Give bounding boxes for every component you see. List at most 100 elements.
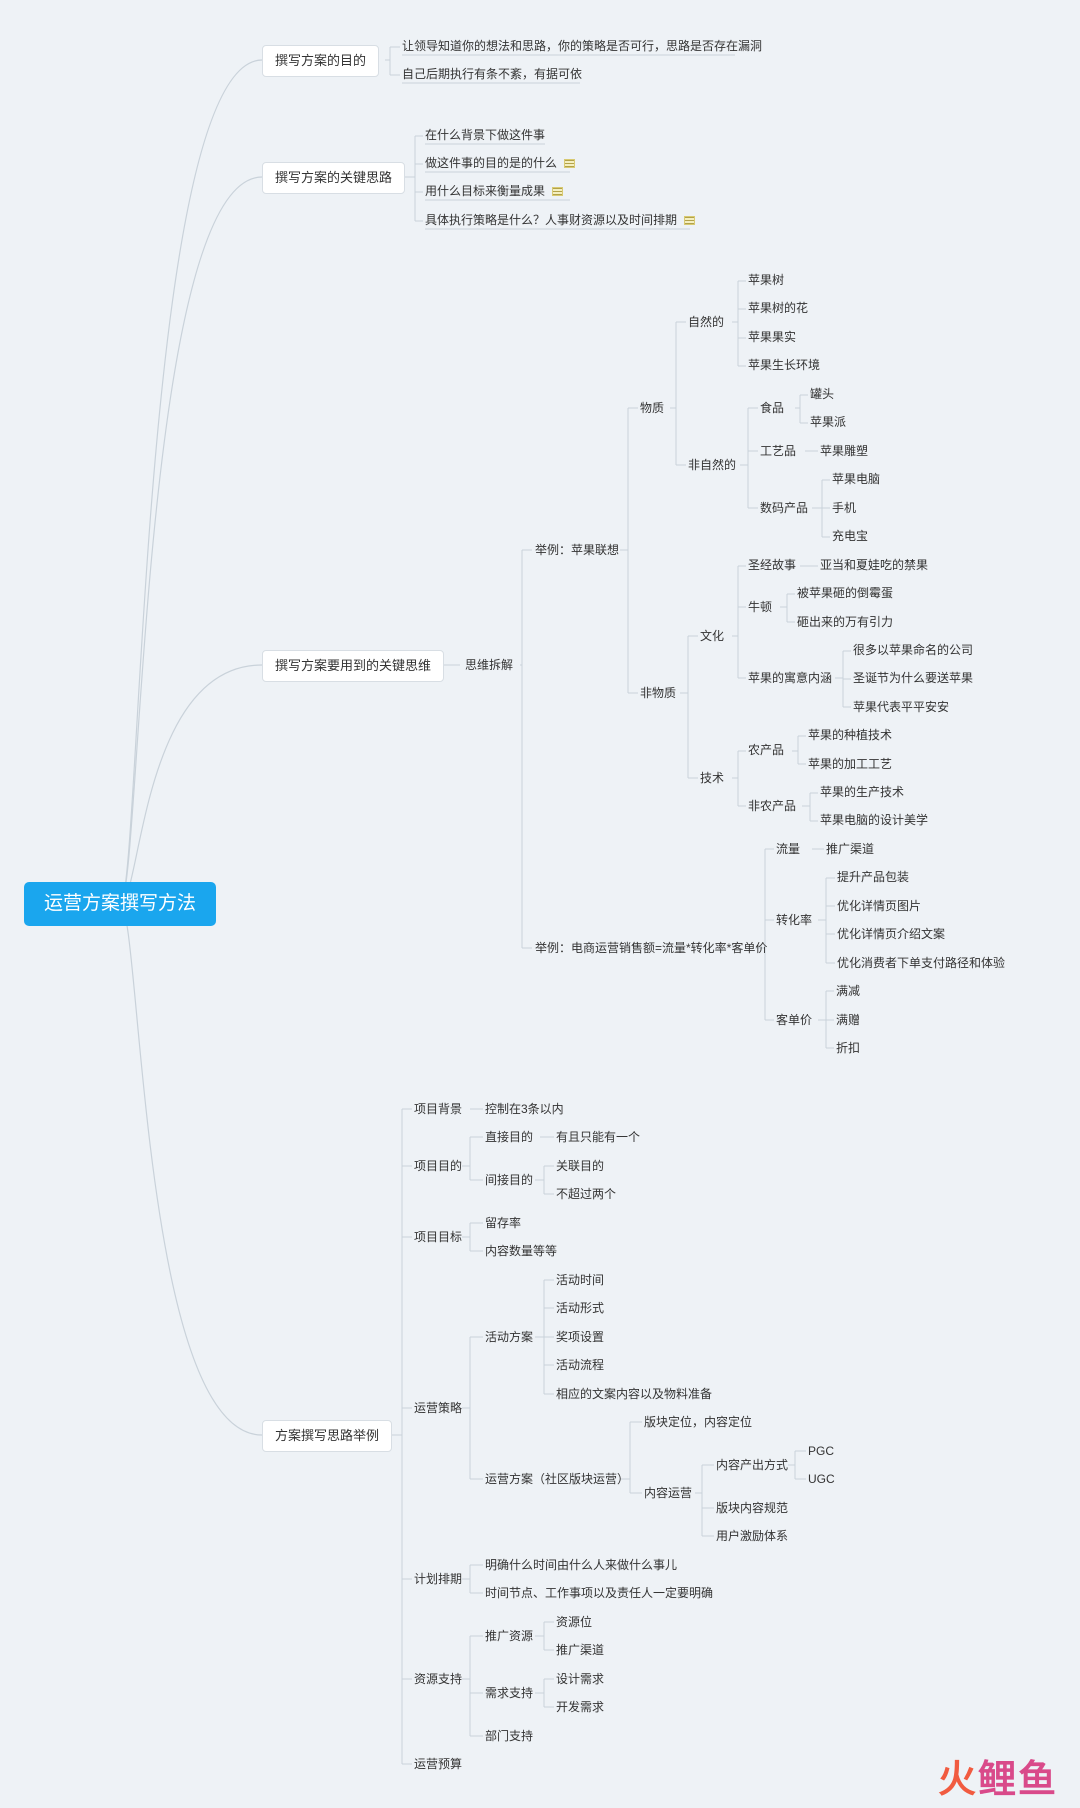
meaning-item[interactable]: 苹果代表平平安安: [853, 700, 950, 714]
activity-item[interactable]: 奖项设置: [556, 1330, 605, 1344]
promo-item[interactable]: 资源位: [556, 1615, 593, 1629]
key-idea-item[interactable]: 具体执行策略是什么？人事财资源以及时间排期: [425, 212, 696, 228]
target-item[interactable]: 留存率: [485, 1216, 522, 1230]
activity-item[interactable]: 相应的文案内容以及物料准备: [556, 1387, 713, 1401]
digital-item[interactable]: 手机: [832, 501, 857, 515]
aov[interactable]: 客单价: [776, 1013, 813, 1027]
conversion-item[interactable]: 优化消费者下单支付路径和体验: [837, 956, 1006, 970]
content-produce[interactable]: 内容产出方式: [716, 1458, 789, 1472]
project-target[interactable]: 项目目标: [414, 1230, 463, 1244]
food-item[interactable]: 苹果派: [810, 415, 847, 429]
nonagri-product[interactable]: 非农产品: [748, 799, 797, 813]
note-icon[interactable]: [552, 187, 564, 197]
natural-item[interactable]: 苹果树: [748, 273, 785, 287]
topic-key-thinking[interactable]: 撰写方案要用到的关键思维: [262, 650, 445, 682]
natural[interactable]: 自然的: [688, 315, 725, 329]
community-plan[interactable]: 运营方案（社区版块运营）: [485, 1472, 630, 1486]
traffic-item[interactable]: 推广渠道: [826, 842, 875, 856]
conversion-item[interactable]: 优化详情页介绍文案: [837, 927, 946, 941]
content-item[interactable]: 版块内容规范: [716, 1501, 789, 1515]
agri-item[interactable]: 苹果的种植技术: [808, 728, 893, 742]
aov-item[interactable]: 折扣: [836, 1041, 861, 1055]
food[interactable]: 食品: [760, 401, 785, 415]
indirect-goal[interactable]: 间接目的: [485, 1173, 534, 1187]
meaning-item[interactable]: 圣诞节为什么要送苹果: [853, 671, 974, 685]
ecom-formula[interactable]: 举例：电商运营销售额=流量*转化率*客单价: [535, 941, 768, 955]
nonagri-item[interactable]: 苹果的生产技术: [820, 785, 905, 799]
key-idea-item[interactable]: 做这件事的目的是的什么: [425, 155, 576, 171]
thinking-breakdown[interactable]: 思维拆解: [465, 658, 514, 672]
technology[interactable]: 技术: [700, 771, 725, 785]
aov-item[interactable]: 满减: [836, 984, 861, 998]
positioning[interactable]: 版块定位，内容定位: [644, 1415, 753, 1429]
key-idea-item[interactable]: 用什么目标来衡量成果: [425, 183, 564, 199]
activity-plan[interactable]: 活动方案: [485, 1330, 534, 1344]
conversion[interactable]: 转化率: [776, 913, 813, 927]
operation-strategy[interactable]: 运营策略: [414, 1401, 463, 1415]
promo-item[interactable]: 推广渠道: [556, 1643, 605, 1657]
traffic[interactable]: 流量: [776, 842, 801, 856]
indirect-goal-item[interactable]: 关联目的: [556, 1159, 605, 1173]
direct-goal[interactable]: 直接目的: [485, 1130, 534, 1144]
project-background[interactable]: 项目背景: [414, 1102, 463, 1116]
unnatural[interactable]: 非自然的: [688, 458, 737, 472]
digital-item[interactable]: 苹果电脑: [832, 472, 881, 486]
culture[interactable]: 文化: [700, 629, 725, 643]
digital[interactable]: 数码产品: [760, 501, 809, 515]
target-item[interactable]: 内容数量等等: [485, 1244, 558, 1258]
newton[interactable]: 牛顿: [748, 600, 773, 614]
bible-item[interactable]: 亚当和夏娃吃的禁果: [820, 558, 929, 572]
nonmaterial[interactable]: 非物质: [640, 686, 677, 700]
purpose-item[interactable]: 自己后期执行有条不紊，有据可依: [402, 67, 583, 81]
key-idea-item[interactable]: 在什么背景下做这件事: [425, 128, 546, 142]
demand-item[interactable]: 设计需求: [556, 1672, 605, 1686]
background-item[interactable]: 控制在3条以内: [485, 1102, 564, 1116]
digital-item[interactable]: 充电宝: [832, 529, 869, 543]
aov-item[interactable]: 满赠: [836, 1013, 861, 1027]
topic-key-ideas[interactable]: 撰写方案的关键思路: [262, 162, 406, 194]
natural-item[interactable]: 苹果果实: [748, 330, 797, 344]
bible-story[interactable]: 圣经故事: [748, 558, 797, 572]
activity-item[interactable]: 活动时间: [556, 1273, 605, 1287]
apple-association[interactable]: 举例：苹果联想: [535, 543, 620, 557]
produce-item[interactable]: PGC: [808, 1444, 835, 1458]
meaning-item[interactable]: 很多以苹果命名的公司: [853, 643, 974, 657]
conversion-item[interactable]: 提升产品包装: [837, 870, 910, 884]
operation-budget[interactable]: 运营预算: [414, 1757, 463, 1771]
natural-item[interactable]: 苹果生长环境: [748, 358, 821, 372]
conversion-item[interactable]: 优化详情页图片: [837, 899, 922, 913]
dept-support[interactable]: 部门支持: [485, 1729, 534, 1743]
activity-item[interactable]: 活动形式: [556, 1301, 605, 1315]
nonagri-item[interactable]: 苹果电脑的设计美学: [820, 813, 929, 827]
resource-support[interactable]: 资源支持: [414, 1672, 463, 1686]
topic-example[interactable]: 方案撰写思路举例: [262, 1420, 393, 1452]
demand-support[interactable]: 需求支持: [485, 1686, 534, 1700]
content-item[interactable]: 用户激励体系: [716, 1529, 789, 1543]
schedule-item[interactable]: 时间节点、工作事项以及责任人一定要明确: [485, 1586, 714, 1600]
promo-resource[interactable]: 推广资源: [485, 1629, 534, 1643]
indirect-goal-item[interactable]: 不超过两个: [556, 1187, 617, 1201]
direct-goal-item[interactable]: 有且只能有一个: [556, 1130, 641, 1144]
food-item[interactable]: 罐头: [810, 387, 835, 401]
newton-item[interactable]: 被苹果砸的倒霉蛋: [797, 586, 894, 600]
root-topic[interactable]: 运营方案撰写方法: [24, 882, 217, 926]
natural-item[interactable]: 苹果树的花: [748, 301, 809, 315]
produce-item[interactable]: UGC: [808, 1472, 835, 1486]
purpose-item[interactable]: 让领导知道你的想法和思路，你的策略是否可行，思路是否存在漏洞: [402, 39, 763, 53]
content-operation[interactable]: 内容运营: [644, 1486, 693, 1500]
agri-item[interactable]: 苹果的加工工艺: [808, 757, 893, 771]
craft[interactable]: 工艺品: [760, 444, 797, 458]
note-icon[interactable]: [564, 159, 576, 169]
schedule-item[interactable]: 明确什么时间由什么人来做什么事儿: [485, 1558, 678, 1572]
apple-meaning[interactable]: 苹果的寓意内涵: [748, 671, 833, 685]
newton-item[interactable]: 砸出来的万有引力: [797, 615, 894, 629]
activity-item[interactable]: 活动流程: [556, 1358, 605, 1372]
plan-schedule[interactable]: 计划排期: [414, 1572, 463, 1586]
craft-item[interactable]: 苹果雕塑: [820, 444, 869, 458]
project-goal[interactable]: 项目目的: [414, 1159, 463, 1173]
demand-item[interactable]: 开发需求: [556, 1700, 605, 1714]
topic-purpose[interactable]: 撰写方案的目的: [262, 45, 380, 77]
agri-product[interactable]: 农产品: [748, 743, 785, 757]
material[interactable]: 物质: [640, 401, 665, 415]
note-icon[interactable]: [684, 216, 696, 226]
